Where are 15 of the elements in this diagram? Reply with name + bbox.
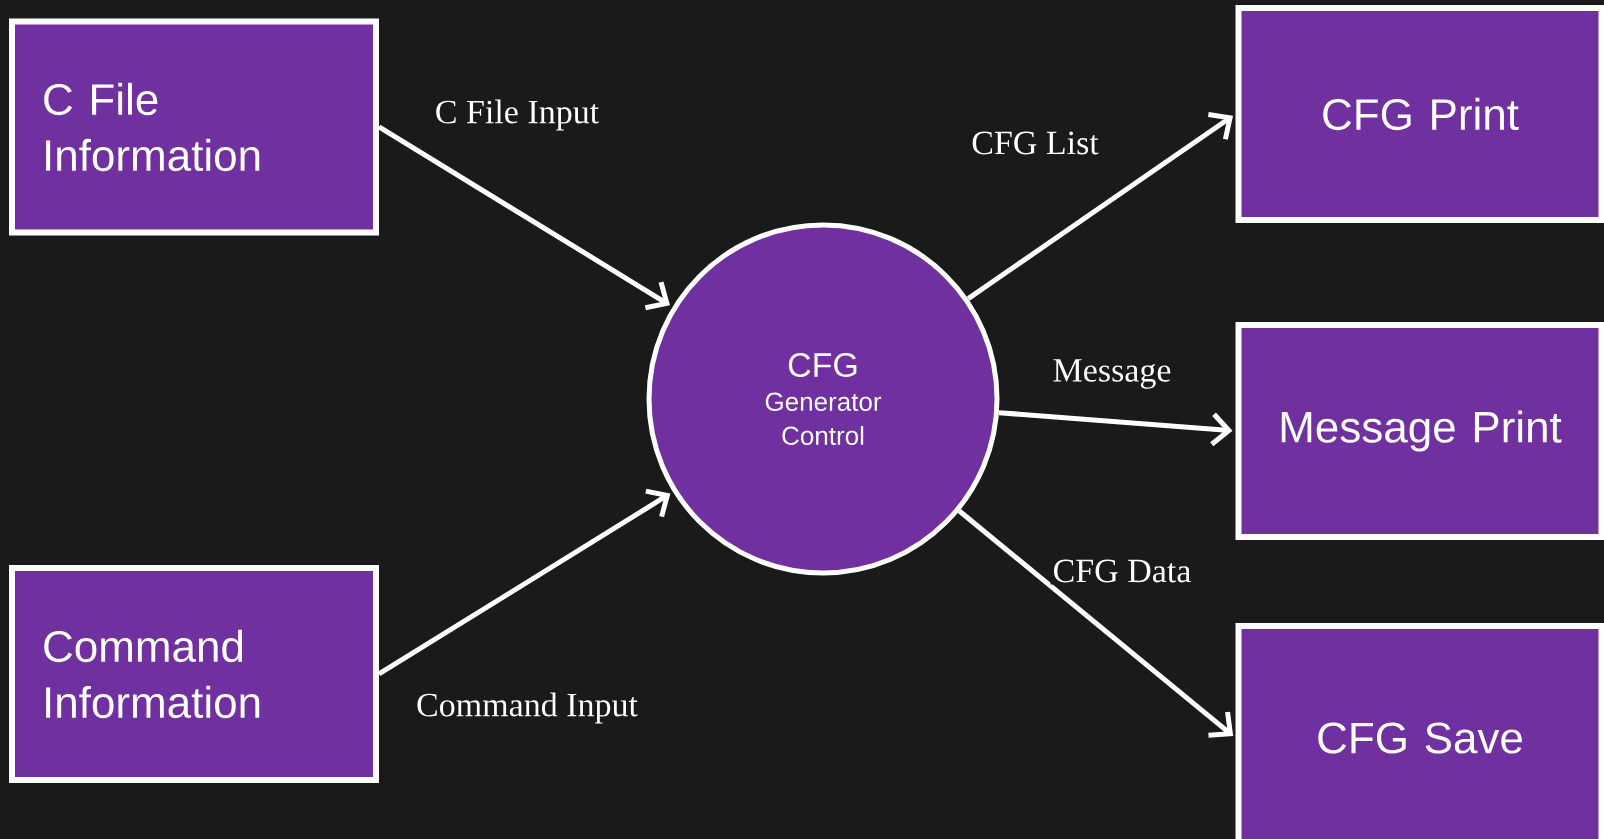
entity-box: Message Print [1235,322,1604,540]
entity-box: CFG Print [1235,5,1604,223]
arrow [377,124,670,311]
edge-label: Command Input [414,690,640,726]
arrow [998,410,1233,447]
entity-box: CFG Save [1235,623,1604,839]
edge-label: CFG Data [1050,557,1194,585]
edge-label: CFG List [969,129,1101,157]
arrow [377,488,671,677]
entity-box: Command Information [9,565,379,783]
edge-label: Message [1050,357,1174,391]
edge-label: C File Input [432,97,602,133]
arrow [957,509,1234,738]
arrow [966,112,1234,301]
entity-box: C File Information [9,18,379,236]
